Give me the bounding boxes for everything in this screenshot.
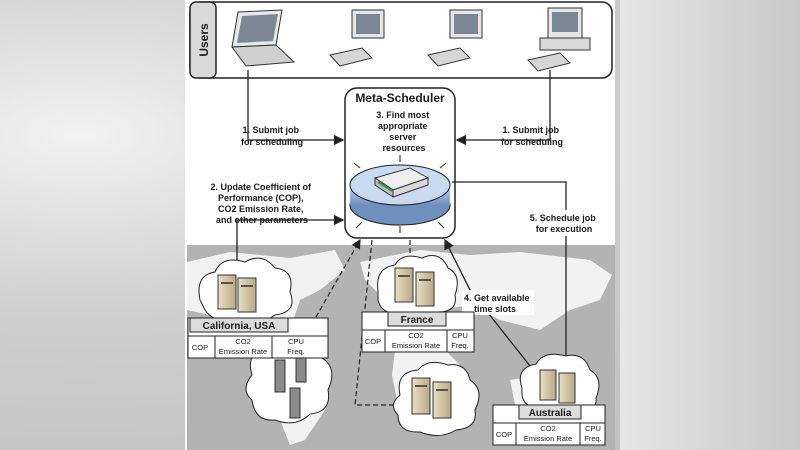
col-freq: Freq. <box>287 347 305 356</box>
col-cpu: CPU <box>452 331 468 340</box>
submit-left-text: 1. Submit job for scheduling <box>241 125 303 147</box>
site-name-box <box>387 311 447 327</box>
col-emission-rate: Emission Rate <box>219 347 267 356</box>
server-rack-icon <box>217 274 257 313</box>
monitor-icon <box>427 9 483 67</box>
schedule-text: 5. Schedule job for execution <box>530 213 599 234</box>
france-name: France <box>401 315 434 326</box>
server-rack-icon <box>274 351 307 419</box>
update-text: 2. Update Coefficient of Performance (CO… <box>210 182 313 225</box>
col-cop: COP <box>192 343 208 352</box>
arrow-submit-right <box>455 70 551 146</box>
users-label: Users <box>197 23 211 57</box>
get-slots-text: 4. Get available time slots <box>464 293 532 314</box>
california-name: California, USA <box>203 321 276 332</box>
monitor-icon <box>329 9 385 67</box>
site-australia: Australia COP CO2 Emission Rate CPU Freq… <box>492 404 606 446</box>
col-emission-rate: Emission Rate <box>392 341 440 350</box>
users-tab <box>189 1 217 79</box>
arrow-submit-left <box>247 70 345 146</box>
australia-name: Australia <box>529 408 572 419</box>
col-cpu: CPU <box>288 337 304 346</box>
site-california: California, USA COP CO2 Emission Rate CP… <box>187 317 329 359</box>
col-emission-rate: Emission Rate <box>524 434 572 443</box>
col-cop: COP <box>365 337 381 346</box>
col-freq: Freq. <box>584 434 602 443</box>
background-right <box>620 0 800 450</box>
col-co2: CO2 <box>235 337 250 346</box>
site-name-box <box>189 317 289 333</box>
desktop-computer-icon <box>527 7 591 72</box>
server-rack-icon <box>394 267 435 307</box>
arrow-update <box>236 214 345 270</box>
site-france: France COP CO2 Emission Rate CPU Freq. <box>361 311 475 353</box>
col-co2: CO2 <box>540 424 555 433</box>
server-rack-icon <box>539 369 576 404</box>
col-cop: COP <box>496 430 512 439</box>
col-co2: CO2 <box>408 331 423 340</box>
schedule-text-bg <box>528 210 600 236</box>
get-slots-text-bg <box>462 290 534 315</box>
server-rack-icon <box>411 377 452 419</box>
submit-right-text: 1. Submit job for scheduling <box>501 125 563 147</box>
arrow-schedule <box>452 181 572 377</box>
site-name-box <box>518 404 582 420</box>
meta-scheduler-title: Meta-Scheduler <box>355 91 445 105</box>
laptop-icon <box>231 9 296 67</box>
find-step-text: 3. Find most appropriate server resource… <box>376 110 432 153</box>
col-freq: Freq. <box>451 341 469 350</box>
col-cpu: CPU <box>585 424 601 433</box>
scheduler-router-icon <box>349 155 451 233</box>
